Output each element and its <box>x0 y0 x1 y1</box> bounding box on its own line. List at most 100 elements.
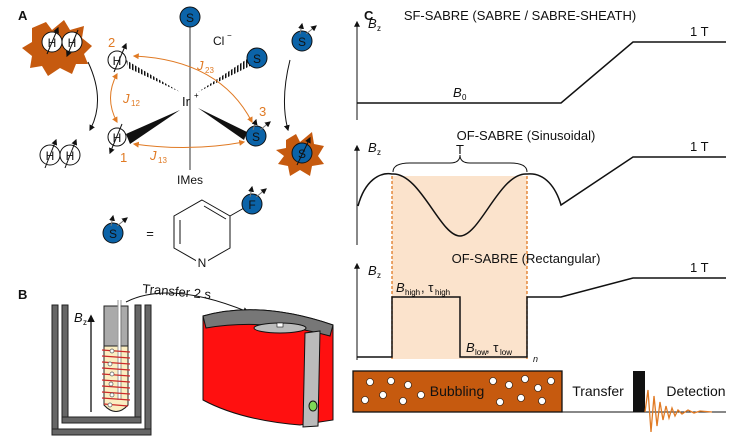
svg-text:T: T <box>456 142 464 157</box>
svg-text:1: 1 <box>120 150 127 165</box>
j23-arrow <box>132 53 253 124</box>
svg-text:J: J <box>122 91 130 106</box>
panel-a-label: A <box>18 8 28 23</box>
benchtop-nmr-spectrometer <box>202 309 334 428</box>
rectangular-field-profile <box>357 277 726 358</box>
relaxation-arrow <box>87 61 99 132</box>
svg-text:B: B <box>368 263 377 278</box>
svg-text:H: H <box>113 131 122 145</box>
rectangular-title: OF-SABRE (Rectangular) <box>452 251 601 266</box>
svg-text:13: 13 <box>158 156 167 165</box>
thermal-hydrogen: H H <box>39 138 81 169</box>
svg-text:J: J <box>149 148 157 163</box>
panel-b-label: B <box>18 287 27 302</box>
spin-down-arrow-icon <box>66 29 79 58</box>
svg-text:B: B <box>396 280 405 295</box>
svg-text:B: B <box>368 140 377 155</box>
svg-text:z: z <box>377 271 381 280</box>
svg-text:S: S <box>252 130 260 144</box>
svg-text:Ir: Ir <box>182 94 191 109</box>
svg-text:S: S <box>253 52 261 66</box>
transfer-arrow <box>125 292 250 313</box>
fluorine-icon <box>241 193 263 215</box>
hashed-bond <box>126 60 180 92</box>
sf-sabre-plot: B z SF-SABRE (SABRE / SABRE-SHEATH) B 0 … <box>354 8 726 120</box>
svg-text:B: B <box>74 310 83 325</box>
hyperpolarized-substrate: S <box>276 132 324 176</box>
svg-text:1 T: 1 T <box>690 260 709 275</box>
magnetic-shield <box>51 304 152 436</box>
panel-b: B B z <box>18 281 334 436</box>
svg-text:n: n <box>533 354 538 364</box>
of-sabre-sinusoidal-plot: B z OF-SABRE (Sinusoidal) T 1 T <box>354 128 726 245</box>
status-led-icon <box>308 400 318 412</box>
panel-c-label: C <box>364 8 374 23</box>
panel-c: C B z SF-SABRE (SABRE / SABRE-SHEATH) B … <box>352 8 726 433</box>
j13-arrow <box>132 139 246 149</box>
hydrogen-atom-icon <box>61 31 83 53</box>
sf-field-profile <box>357 41 726 104</box>
svg-text:z: z <box>83 318 87 327</box>
svg-text:H: H <box>113 54 122 68</box>
iridium-complex: S Cl − Ir + IMes H 2 H 1 S <box>107 6 271 187</box>
wedge-bond <box>126 110 180 144</box>
substrate-icon <box>291 142 313 164</box>
svg-text:Transfer 2 s: Transfer 2 s <box>142 281 212 302</box>
substrate-3-icon <box>245 125 267 147</box>
svg-text:z: z <box>377 24 381 33</box>
of-sabre-rectangular-plot: B z OF-SABRE (Rectangular) B high , τ hi… <box>354 251 726 364</box>
svg-text:S: S <box>186 11 194 25</box>
svg-text:F: F <box>248 198 255 212</box>
svg-text:S: S <box>109 227 117 241</box>
substrate-axial-icon <box>179 6 201 28</box>
svg-text:high: high <box>435 288 450 297</box>
j12-arrow <box>110 72 118 124</box>
svg-text:3: 3 <box>259 104 266 119</box>
parahydrogen-burst: H H <box>22 20 92 76</box>
svg-text:high: high <box>405 288 420 297</box>
free-substrate: S <box>291 22 317 52</box>
svg-text:1 T: 1 T <box>690 139 709 154</box>
svg-text:, τ: , τ <box>486 340 499 355</box>
bubbling-label: Bubbling <box>430 383 485 399</box>
svg-text:2: 2 <box>108 35 115 50</box>
svg-text:low: low <box>475 348 487 357</box>
experiment-timeline: Bubbling Transfer Detection <box>352 370 726 433</box>
svg-text:0: 0 <box>462 93 467 102</box>
sf-sabre-title: SF-SABRE (SABRE / SABRE-SHEATH) <box>404 8 636 23</box>
detection-label: Detection <box>666 383 725 399</box>
bubbling-bubbles <box>361 375 555 406</box>
svg-text:23: 23 <box>205 66 214 75</box>
svg-text:low: low <box>500 348 512 357</box>
svg-text:IMes: IMes <box>177 173 203 187</box>
svg-text:+: + <box>194 91 199 100</box>
substrate-icon <box>291 30 313 52</box>
svg-text:=: = <box>146 226 154 241</box>
svg-text:B: B <box>466 340 475 355</box>
period-brace <box>392 154 528 173</box>
fid-signal <box>644 389 713 433</box>
sinusoidal-field-profile <box>357 156 726 237</box>
pyridine-ring <box>173 199 231 265</box>
sinusoidal-title: OF-SABRE (Sinusoidal) <box>457 128 596 143</box>
svg-text:B: B <box>368 16 377 31</box>
svg-text:, τ: , τ <box>421 280 434 295</box>
svg-text:1 T: 1 T <box>690 24 709 39</box>
svg-text:N: N <box>198 256 207 270</box>
nmr-tube <box>101 300 131 412</box>
transfer-label: Transfer <box>572 383 624 399</box>
svg-text:J: J <box>196 58 204 73</box>
svg-text:S: S <box>298 35 306 49</box>
gas-bubbles <box>107 348 115 408</box>
svg-text:B: B <box>453 85 462 100</box>
substrate-icon <box>102 222 124 244</box>
svg-text:Cl: Cl <box>213 34 224 48</box>
svg-text:−: − <box>227 31 232 40</box>
panel-a: A H H H H S Cl − <box>18 6 324 270</box>
svg-text:12: 12 <box>131 99 140 108</box>
spin-up-arrow-icon <box>46 26 59 55</box>
substrate-legend: S = N F <box>102 185 267 270</box>
wedge-bond <box>198 108 247 140</box>
svg-text:z: z <box>377 148 381 157</box>
